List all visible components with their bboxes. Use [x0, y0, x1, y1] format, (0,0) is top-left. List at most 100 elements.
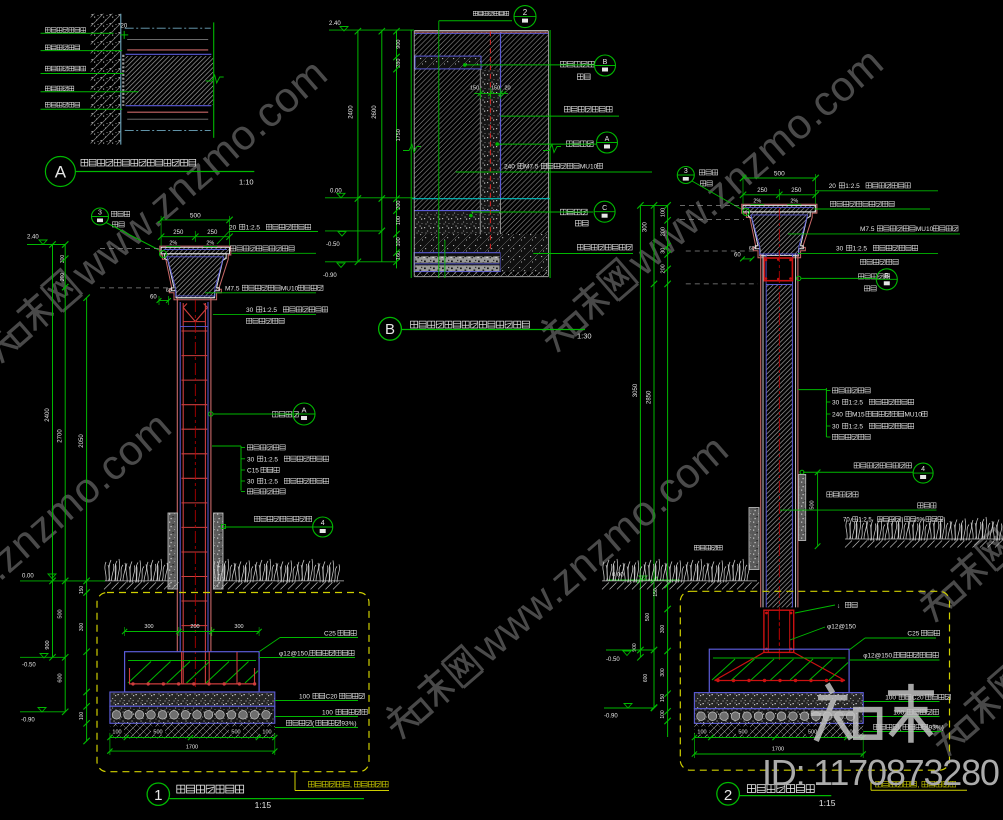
svg-text:500: 500 [774, 171, 785, 178]
svg-text:C15: C15 [247, 468, 259, 475]
svg-text:200: 200 [661, 264, 667, 273]
svg-text:MU10: MU10 [281, 285, 299, 292]
svg-text:500: 500 [231, 730, 240, 736]
svg-text:M7.5: M7.5 [860, 226, 875, 233]
svg-text:-0.90: -0.90 [21, 718, 35, 724]
svg-text:900: 900 [396, 40, 402, 49]
svg-text:2%: 2% [790, 199, 798, 205]
svg-text:30: 30 [661, 248, 667, 254]
svg-text:900: 900 [632, 643, 638, 652]
svg-text:93%): 93%) [929, 725, 944, 732]
svg-text:20: 20 [229, 225, 237, 232]
svg-text:φ12@150,: φ12@150, [863, 653, 894, 660]
svg-text:150: 150 [470, 86, 479, 92]
svg-text:ID: 1170873280: ID: 1170873280 [762, 752, 999, 793]
svg-text:C20: C20 [912, 695, 924, 702]
svg-text:100: 100 [661, 208, 667, 217]
svg-text:(: ( [312, 721, 315, 728]
svg-text:3: 3 [684, 168, 688, 175]
svg-text:A: A [55, 163, 67, 182]
svg-text:M15: M15 [852, 412, 865, 419]
svg-text:150: 150 [660, 694, 666, 703]
svg-text:2.40: 2.40 [27, 235, 39, 241]
svg-text:100: 100 [262, 730, 271, 736]
svg-text:240: 240 [832, 412, 843, 419]
svg-text:4: 4 [921, 466, 925, 473]
svg-text:200: 200 [60, 273, 66, 282]
svg-text:30: 30 [832, 424, 840, 431]
svg-text:C25: C25 [907, 631, 919, 638]
svg-text:C: C [602, 205, 607, 212]
svg-text:1700: 1700 [186, 745, 198, 751]
svg-text:C20: C20 [326, 694, 338, 701]
svg-text:30: 30 [832, 400, 840, 407]
svg-text:100: 100 [660, 710, 666, 719]
svg-text:30: 30 [246, 307, 254, 314]
svg-text:2.40: 2.40 [329, 21, 341, 27]
svg-text:1:10: 1:10 [239, 178, 254, 187]
svg-text:160: 160 [396, 251, 402, 260]
svg-text:500: 500 [645, 613, 651, 622]
svg-text:,: , [918, 782, 920, 789]
svg-text:1:2.5: 1:2.5 [858, 518, 872, 524]
svg-text:250: 250 [757, 188, 768, 194]
svg-text:100: 100 [893, 710, 904, 717]
svg-text:60: 60 [166, 288, 172, 294]
svg-text:2050: 2050 [79, 434, 85, 448]
svg-text:1:2.5: 1:2.5 [264, 456, 279, 463]
svg-text:1:2.5: 1:2.5 [853, 246, 868, 253]
svg-text:A: A [605, 136, 610, 143]
svg-text:1:2.5: 1:2.5 [263, 307, 278, 314]
svg-text:250: 250 [207, 230, 218, 236]
svg-text:60: 60 [749, 246, 755, 252]
svg-text:600: 600 [643, 674, 649, 683]
svg-text:B: B [603, 59, 608, 66]
svg-text:1700: 1700 [772, 747, 784, 753]
svg-text:300: 300 [79, 623, 85, 632]
svg-text:2600: 2600 [372, 105, 378, 119]
svg-text:300: 300 [660, 625, 666, 634]
svg-text:150: 150 [653, 588, 659, 597]
svg-text:30: 30 [247, 479, 255, 486]
svg-text:φ12@150: φ12@150 [827, 624, 856, 631]
svg-text:1:15: 1:15 [819, 798, 836, 808]
svg-text:↓: ↓ [837, 603, 840, 610]
svg-text:500: 500 [58, 609, 64, 618]
svg-text:300: 300 [144, 624, 153, 630]
svg-text:2400: 2400 [45, 408, 51, 422]
svg-text:2400: 2400 [348, 105, 354, 119]
svg-text:500: 500 [738, 730, 747, 736]
svg-text:100: 100 [112, 730, 121, 736]
svg-text:B: B [884, 273, 889, 280]
svg-text:M7.5: M7.5 [225, 285, 240, 292]
svg-text:30: 30 [247, 456, 255, 463]
svg-text:30: 30 [836, 246, 844, 253]
svg-text:-0.90: -0.90 [323, 273, 337, 279]
svg-text:1:30: 1:30 [577, 332, 592, 341]
svg-text:2700: 2700 [58, 429, 64, 443]
svg-text:100: 100 [846, 730, 855, 736]
svg-text:300: 300 [60, 255, 66, 264]
svg-text:(: ( [899, 725, 902, 732]
svg-text:4: 4 [321, 520, 325, 527]
svg-text:200: 200 [190, 624, 199, 630]
svg-text:B: B [385, 321, 395, 338]
svg-text:100: 100 [79, 712, 85, 721]
svg-text:100: 100 [885, 695, 896, 702]
svg-text:-0.50: -0.50 [22, 663, 36, 669]
svg-text:300: 300 [660, 668, 666, 677]
svg-text:MU10: MU10 [916, 226, 934, 233]
svg-text:1:15: 1:15 [255, 800, 272, 810]
svg-text:20: 20 [121, 24, 128, 30]
svg-text:60: 60 [150, 295, 157, 301]
svg-text:1:2.5: 1:2.5 [264, 479, 279, 486]
svg-text:MU10: MU10 [580, 164, 598, 171]
svg-text:500: 500 [810, 500, 816, 509]
svg-text:-0.50: -0.50 [606, 657, 620, 663]
svg-text:150: 150 [491, 86, 500, 92]
svg-text:φ12@150,: φ12@150, [279, 651, 310, 658]
svg-text:M7.5: M7.5 [524, 164, 539, 171]
svg-text:100: 100 [396, 237, 402, 246]
svg-text:250: 250 [791, 188, 802, 194]
svg-text:250: 250 [173, 230, 184, 236]
